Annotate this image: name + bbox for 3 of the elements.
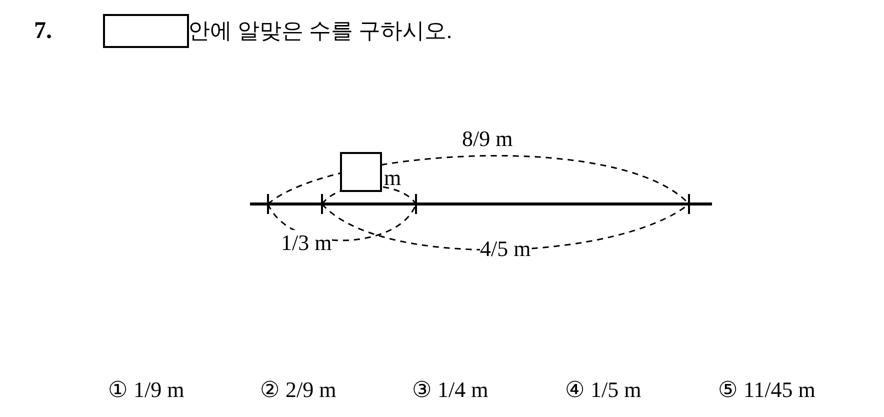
question-number: 7. [34,18,52,44]
unit-label: m [384,165,402,191]
question-text: 안에 알맞은 수를 구하시오. [188,18,452,44]
